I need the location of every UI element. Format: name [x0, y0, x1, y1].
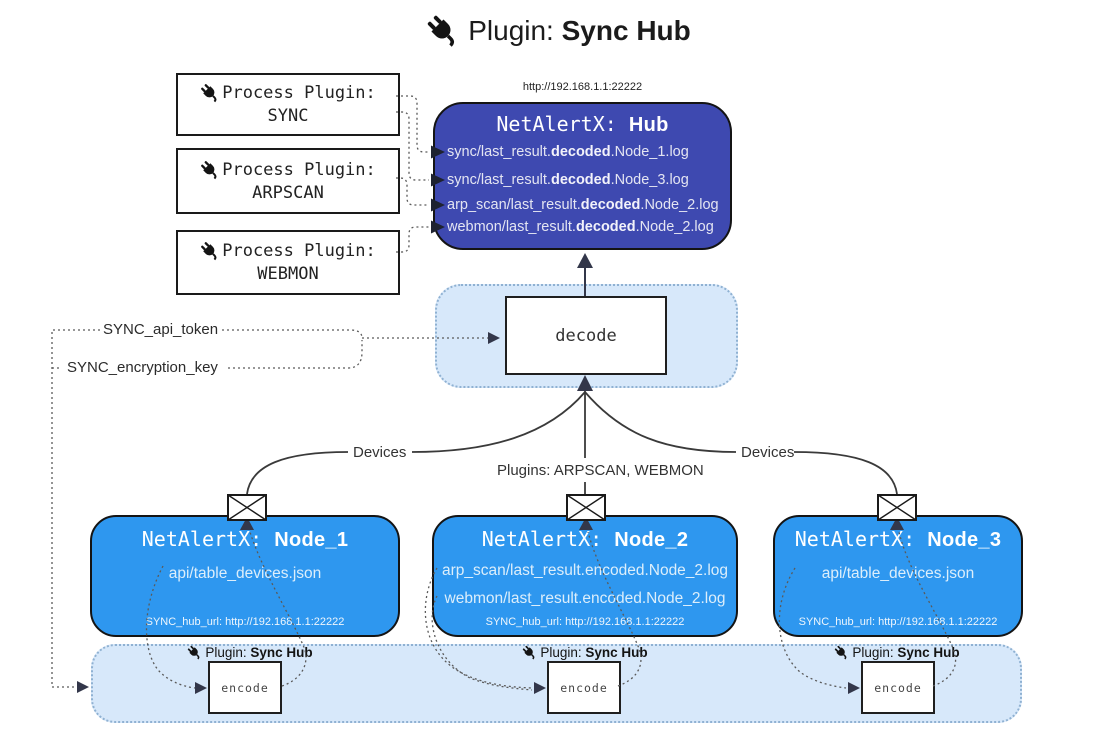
encode-box-1: encode	[208, 661, 282, 714]
plugins-middle-label: Plugins: ARPSCAN, WEBMON	[494, 462, 707, 479]
sync-api-token-label: SYNC_api_token	[100, 321, 222, 338]
plug-icon	[522, 645, 538, 660]
plugin-to-hub-connectors	[396, 95, 429, 253]
encode-label: encode	[560, 680, 608, 695]
process-plugin-label: Process Plugin:	[222, 241, 376, 261]
node-hub-url: SYNC_hub_url: http://192.168.1.1:22222	[145, 616, 345, 628]
encode-label: encode	[221, 680, 269, 695]
encode-box-3: encode	[861, 661, 935, 714]
encode-label: encode	[874, 680, 922, 695]
process-plugin-name: ARPSCAN	[252, 182, 324, 203]
page-title-bold: Sync Hub	[561, 15, 691, 46]
page-title: Plugin: Sync Hub	[0, 14, 1117, 48]
process-plugin-name: SYNC	[267, 106, 309, 126]
plug-icon	[426, 14, 461, 48]
band-plugin-label: Plugin: Sync Hub	[510, 645, 660, 660]
process-plugin-label: Process Plugin:	[222, 83, 376, 103]
decode-box: decode	[505, 296, 667, 375]
devices-right-label: Devices	[738, 444, 798, 461]
process-plugin-box-sync: Process Plugin: SYNC	[176, 73, 400, 136]
page-title-prefix: Plugin:	[468, 15, 562, 46]
node-hub-url: SYNC_hub_url: http://192.168.1.1:22222	[485, 616, 685, 628]
plug-icon	[200, 241, 221, 261]
plug-icon	[200, 83, 221, 103]
hub-title-bold: Hub	[628, 114, 669, 136]
node-title: NetAlertX: Node_2	[481, 527, 689, 551]
process-plugin-label: Process Plugin:	[222, 159, 376, 180]
hub-box	[433, 102, 732, 250]
node-line: api/table_devices.json	[168, 565, 322, 582]
process-plugin-name: WEBMON	[257, 264, 319, 284]
decode-label: decode	[555, 325, 617, 346]
band-plugin-label: Plugin: Sync Hub	[822, 645, 972, 660]
token-to-band-arrow	[77, 681, 89, 693]
hub-row: webmon/last_result.decoded.Node_2.log	[447, 219, 714, 235]
process-plugin-box-arpscan: Process Plugin: ARPSCAN	[176, 148, 400, 214]
plug-icon	[187, 645, 203, 660]
sync-encryption-key-label: SYNC_encryption_key	[64, 359, 221, 376]
devices-left-label: Devices	[350, 444, 410, 461]
band-plugin-label: Plugin: Sync Hub	[175, 645, 325, 660]
node-box-1	[90, 515, 400, 637]
node-hub-url: SYNC_hub_url: http://192.168.1.1:22222	[798, 616, 998, 628]
hub-url-label: http://192.168.1.1:22222	[522, 81, 643, 93]
plug-icon	[834, 645, 850, 660]
hub-row: sync/last_result.decoded.Node_3.log	[447, 172, 689, 188]
node-title: NetAlertX: Node_1	[141, 527, 349, 551]
hub-row: sync/last_result.decoded.Node_1.log	[447, 144, 689, 160]
hub-title-prefix: NetAlertX:	[496, 112, 629, 136]
process-plugin-box-webmon: Process Plugin: WEBMON	[176, 230, 400, 295]
hub-title: NetAlertX: Hub	[433, 112, 732, 137]
plug-icon	[200, 159, 221, 180]
hub-row: arp_scan/last_result.decoded.Node_2.log	[447, 197, 719, 213]
node-line: api/table_devices.json	[821, 565, 975, 582]
node-line: arp_scan/last_result.encoded.Node_2.log	[441, 562, 729, 579]
node-title: NetAlertX: Node_3	[794, 527, 1002, 551]
encode-box-2: encode	[547, 661, 621, 714]
node-line: webmon/last_result.encoded.Node_2.log	[444, 590, 726, 607]
